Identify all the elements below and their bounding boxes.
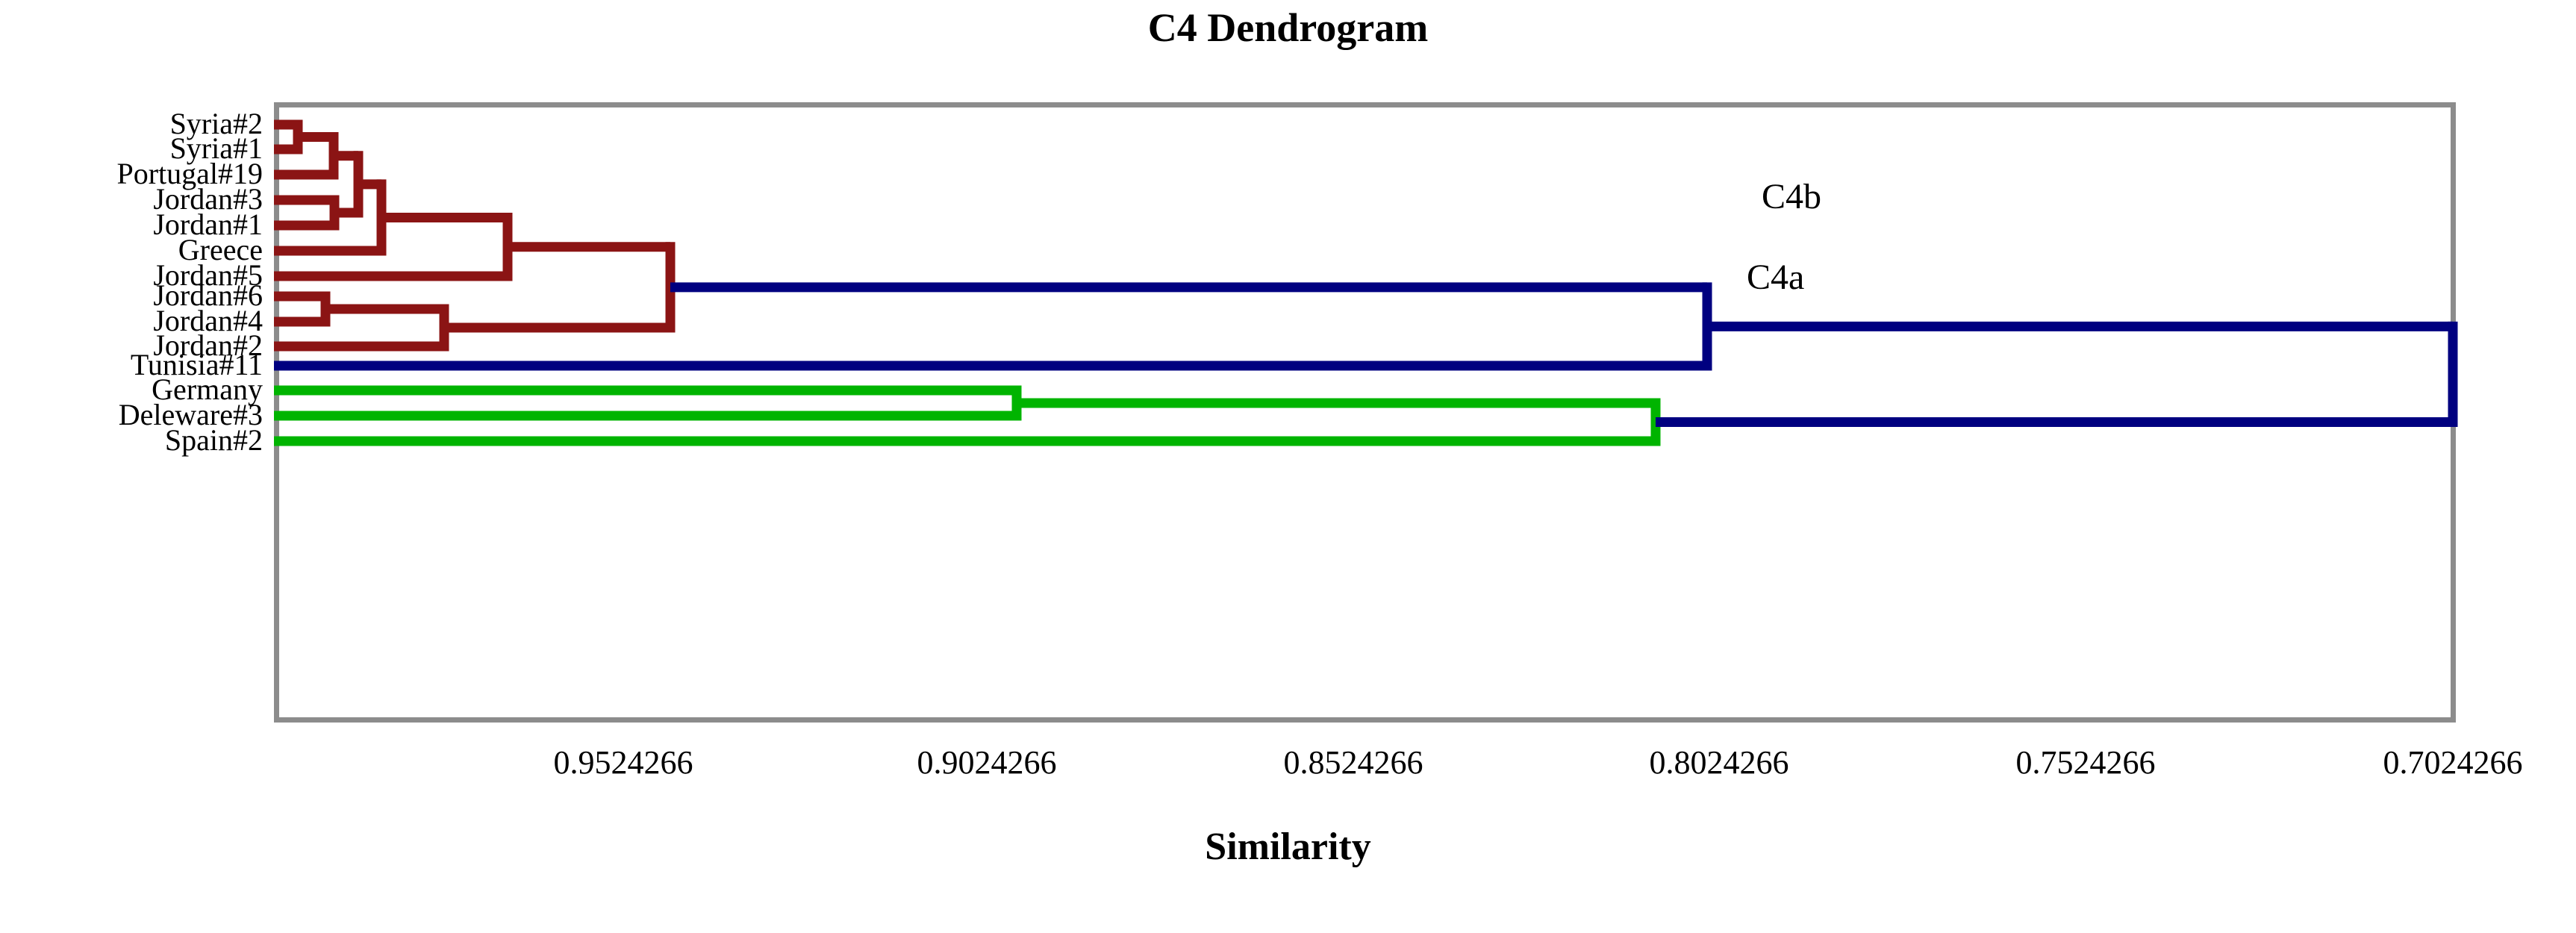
leaf-label: Jordan#5 bbox=[153, 258, 263, 292]
leaf-label: Jordan#4 bbox=[153, 304, 263, 337]
leaf-label: Syria#2 bbox=[169, 107, 263, 140]
x-tick-label: 0.7524266 bbox=[2015, 744, 2156, 781]
leaf-label: Syria#1 bbox=[169, 131, 263, 165]
leaf-label: Jordan#2 bbox=[153, 328, 263, 362]
leaf-label: Greece bbox=[178, 233, 263, 266]
leaf-label: Portugal#19 bbox=[116, 157, 263, 190]
cluster-label: C4b bbox=[1762, 177, 1822, 216]
leaf-label: Tunisia#11 bbox=[130, 348, 263, 381]
cluster-label: C4a bbox=[1747, 258, 1805, 297]
leaf-label: Jordan#1 bbox=[153, 207, 263, 241]
x-tick-label: 0.9024266 bbox=[917, 744, 1057, 781]
leaf-label: Deleware#3 bbox=[118, 398, 263, 431]
x-axis-title: Similarity bbox=[1205, 826, 1371, 868]
leaf-label: Jordan#6 bbox=[153, 278, 263, 312]
x-tick-label: 0.7024266 bbox=[2383, 744, 2523, 781]
page-title: C4 Dendrogram bbox=[1147, 5, 1429, 50]
x-tick-label: 0.8024266 bbox=[1649, 744, 1789, 781]
leaf-label: Jordan#3 bbox=[153, 182, 263, 216]
x-tick-label: 0.9524266 bbox=[553, 744, 693, 781]
leaf-label: Germany bbox=[152, 372, 263, 406]
x-tick-label: 0.8524266 bbox=[1283, 744, 1423, 781]
leaf-label: Spain#2 bbox=[164, 423, 263, 457]
